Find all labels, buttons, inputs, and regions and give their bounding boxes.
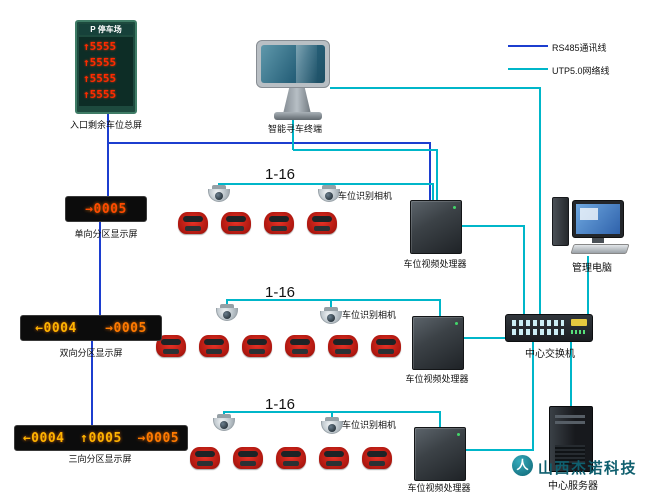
server-vent [555, 445, 585, 465]
zone3-camera-icon [320, 417, 344, 435]
camera-lens [215, 192, 223, 200]
led-segment: ↑0005 [80, 430, 122, 446]
zone1-camera-icon [317, 185, 341, 203]
zone3-camera-icon [212, 414, 236, 432]
car-icon [362, 447, 392, 469]
led-count-row: ↑5555 [83, 72, 117, 85]
car-icon [242, 335, 272, 357]
car-icon [221, 212, 251, 234]
kiosk-monitor [256, 40, 330, 88]
company-logo-icon: 人 [512, 455, 533, 476]
camera-lens [327, 314, 335, 322]
entrance-sign-title: P 停车场 [79, 24, 133, 35]
led-count-row: ↑5555 [83, 40, 117, 53]
zone3-range-label: 1-16 [264, 396, 296, 413]
camera-mount [325, 417, 339, 422]
camera-mount [212, 185, 226, 190]
pc-tower [552, 197, 569, 246]
switch-brand-tag [571, 319, 587, 326]
switch-ports-row [512, 329, 564, 335]
zone2-range-label: 1-16 [264, 284, 296, 301]
zone2-cars-row [156, 335, 401, 357]
camera-lens [328, 424, 336, 432]
zone2-led-display: ←0004 →0005 [20, 315, 162, 341]
core-server-label: 中心服务器 [548, 481, 598, 492]
car-icon [285, 335, 315, 357]
zone3-camera-label: 车位识别相机 [342, 420, 397, 430]
camera-mount [220, 304, 234, 309]
legend-rs485-line [508, 45, 548, 47]
car-icon [371, 335, 401, 357]
zone3-display-label: 三向分区显示屏 [68, 454, 132, 464]
car-icon [328, 335, 358, 357]
car-icon [276, 447, 306, 469]
zone2-video-processor [412, 316, 464, 370]
zone1-camera-icon [207, 185, 231, 203]
legend-utp-line [508, 68, 548, 70]
camera-mount [322, 185, 336, 190]
car-icon [178, 212, 208, 234]
zone2-camera-icon [215, 304, 239, 322]
camera-mount [324, 307, 338, 312]
server-drive-slot [555, 415, 585, 418]
core-switch [505, 314, 593, 342]
car-icon [199, 335, 229, 357]
pc-keyboard [570, 244, 630, 254]
management-pc-label: 管理电脑 [572, 263, 612, 274]
zone2-processor-label: 车位视频处理器 [405, 374, 469, 384]
car-icon [319, 447, 349, 469]
zone1-display-label: 单向分区显示屏 [74, 229, 138, 239]
zone2-camera-label: 车位识别相机 [342, 310, 397, 320]
car-icon [156, 335, 186, 357]
legend-rs485-label: RS485通讯线 [552, 43, 607, 53]
led-segment: ←0004 [35, 320, 77, 336]
led-count-row: ↑5555 [83, 88, 117, 101]
core-server [549, 406, 593, 472]
zone1-video-processor [410, 200, 462, 254]
led-segment: →0005 [105, 320, 147, 336]
zone1-processor-label: 车位视频处理器 [403, 259, 467, 269]
entrance-sign-label: 入口剩余车位总屏 [69, 120, 142, 130]
led-count-row: ↑5555 [83, 56, 117, 69]
entrance-remaining-sign: P 停车场 ↑5555 ↑5555 ↑5555 ↑5555 [75, 20, 137, 114]
zone1-cars-row [178, 212, 337, 234]
camera-lens [220, 421, 228, 429]
led-segment: ←0004 [22, 430, 65, 446]
pc-monitor-stand [592, 238, 604, 243]
car-icon [264, 212, 294, 234]
pc-screen [576, 204, 620, 234]
zone3-cars-row [190, 447, 392, 469]
switch-led-indicators [571, 330, 587, 334]
zone2-camera-icon [319, 307, 343, 325]
led-segment: →0005 [85, 201, 127, 217]
zone3-processor-label: 车位视频处理器 [407, 483, 471, 493]
zone1-led-display: →0005 [65, 196, 147, 222]
car-icon [190, 447, 220, 469]
core-switch-label: 中心交换机 [525, 349, 575, 360]
led-segment: →0005 [137, 430, 180, 446]
camera-mount [217, 414, 231, 419]
rs485-lines [91, 112, 431, 425]
switch-ports-row [512, 320, 564, 326]
zone3-led-display: ←0004 ↑0005 →0005 [14, 425, 188, 451]
kiosk-label: 智能寻车终端 [267, 124, 322, 134]
server-drive-slot [555, 421, 585, 424]
zone1-range-label: 1-16 [264, 166, 296, 183]
entrance-sign-led-panel: ↑5555 ↑5555 ↑5555 ↑5555 [79, 37, 133, 106]
kiosk-screen [261, 45, 325, 83]
camera-lens [325, 192, 333, 200]
car-icon [307, 212, 337, 234]
legend-utp-label: UTP5.0网络线 [552, 66, 610, 76]
zone1-camera-label: 车位识别相机 [338, 191, 393, 201]
zone2-display-label: 双向分区显示屏 [59, 348, 123, 358]
pc-monitor [572, 200, 624, 238]
zone3-video-processor [414, 427, 466, 481]
camera-lens [223, 311, 231, 319]
car-icon [233, 447, 263, 469]
watermark-text: 山西杰诺科技 [538, 460, 638, 477]
utp-lines [218, 87, 589, 451]
kiosk-base [274, 112, 322, 120]
